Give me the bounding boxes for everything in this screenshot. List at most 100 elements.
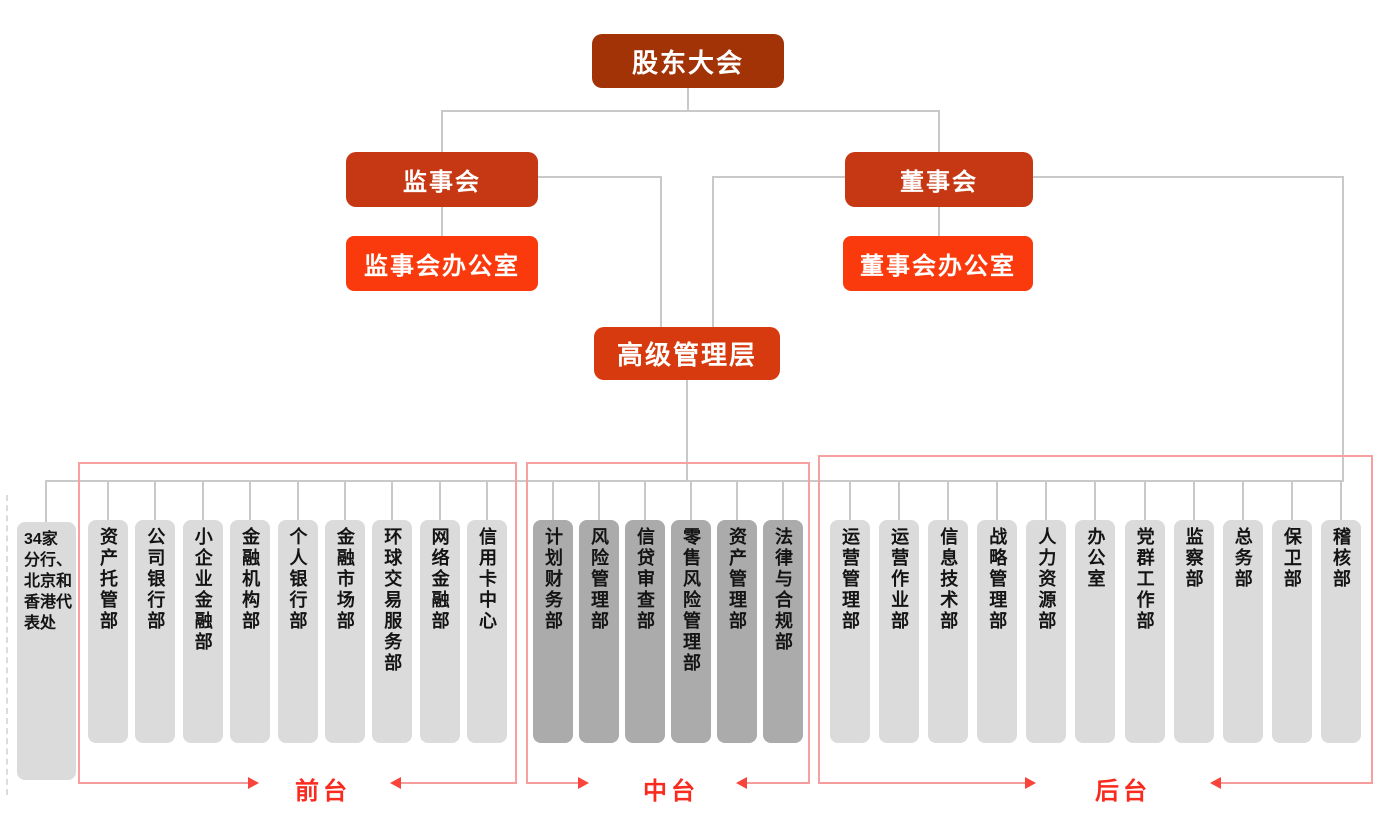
node-supervisory-board: 监事会 bbox=[346, 152, 538, 207]
node-senior-management: 高级管理层 bbox=[594, 327, 780, 380]
department-label: 资产管理部 bbox=[727, 527, 747, 632]
department-box: 资产托管部 bbox=[88, 480, 128, 743]
connector-department-bus bbox=[46, 480, 1343, 482]
node-label: 高级管理层 bbox=[616, 340, 757, 370]
front-arrow-right-head bbox=[390, 777, 401, 789]
connector-board-drop bbox=[938, 110, 940, 152]
node-label: 监事会 bbox=[403, 169, 481, 196]
node-board-office: 董事会办公室 bbox=[843, 236, 1033, 291]
department-box: 风险管理部 bbox=[579, 480, 619, 743]
node-label: 董事会办公室 bbox=[860, 253, 1016, 280]
front-arrow-left-head bbox=[248, 777, 259, 789]
node-branches: 34家分行、北京和香港代表处 bbox=[17, 480, 76, 780]
connector-board-to-senior-v bbox=[712, 176, 714, 327]
connector-supervisory-to-senior-h bbox=[538, 176, 662, 178]
connector-supervisory-drop bbox=[441, 110, 443, 152]
department-box: 稽核部 bbox=[1320, 480, 1361, 743]
department-box: 零售风险管理部 bbox=[671, 480, 711, 743]
left-edge-artifact bbox=[6, 495, 8, 795]
department-box: 公司银行部 bbox=[135, 480, 176, 743]
back-arrow-left-head bbox=[1025, 777, 1036, 789]
department-label: 网络金融部 bbox=[429, 527, 450, 632]
connector-level2-horizontal bbox=[441, 110, 939, 112]
department-box: 信息技术部 bbox=[928, 480, 969, 743]
department-box: 信贷审查部 bbox=[625, 480, 665, 743]
department-box: 运营管理部 bbox=[830, 480, 870, 743]
department-label: 金融市场部 bbox=[334, 527, 355, 632]
branches-label: 34家分行、北京和香港代表处 bbox=[24, 531, 73, 633]
department-box: 监察部 bbox=[1173, 480, 1214, 743]
department-label: 总务部 bbox=[1232, 527, 1253, 590]
node-label: 股东大会 bbox=[631, 47, 744, 78]
department-label: 环球交易服务部 bbox=[382, 527, 403, 674]
front-office-group: 资产托管部 公司银行部 小企业金融部 金融机构部 个人银行部 金融市场部 环球交易服务部 网络… bbox=[78, 462, 517, 783]
department-label: 信息技术部 bbox=[938, 527, 959, 632]
connector-senior-down bbox=[686, 380, 688, 481]
department-label: 法律与合规部 bbox=[773, 527, 793, 653]
node-shareholders-meeting: 股东大会 bbox=[592, 34, 784, 88]
department-box: 总务部 bbox=[1222, 480, 1263, 743]
back-office-group: 运营管理部 运营作业部 信息技术部 战略管理部 人力资源部 办公室 党群工作部 监察部 总务部 保… bbox=[818, 455, 1373, 783]
department-label: 个人银行部 bbox=[287, 527, 308, 632]
department-label: 办公室 bbox=[1085, 527, 1106, 590]
connector-board-office bbox=[938, 207, 940, 236]
department-box: 小企业金融部 bbox=[182, 480, 223, 743]
department-label: 稽核部 bbox=[1330, 527, 1351, 590]
department-label: 资产托管部 bbox=[98, 527, 118, 632]
node-supervisory-board-office: 监事会办公室 bbox=[346, 236, 538, 291]
node-board-of-directors: 董事会 bbox=[845, 152, 1033, 207]
middle-arrow-left-line bbox=[526, 782, 578, 784]
connector-supervisory-to-senior-v bbox=[660, 176, 662, 327]
department-label: 信贷审查部 bbox=[635, 527, 655, 632]
department-label: 保卫部 bbox=[1281, 527, 1302, 590]
department-box: 法律与合规部 bbox=[763, 480, 803, 743]
department-box: 个人银行部 bbox=[277, 480, 318, 743]
connector-board-to-audit-v bbox=[1342, 176, 1344, 482]
department-label: 运营管理部 bbox=[840, 527, 860, 632]
connector-supervisory-office bbox=[441, 207, 443, 236]
department-box: 金融市场部 bbox=[324, 480, 365, 743]
department-label: 风险管理部 bbox=[589, 527, 609, 632]
front-office-departments: 资产托管部 公司银行部 小企业金融部 金融机构部 个人银行部 金融市场部 环球交易服务部 网络… bbox=[80, 480, 515, 743]
department-box: 运营作业部 bbox=[879, 480, 920, 743]
department-box: 党群工作部 bbox=[1124, 480, 1165, 743]
middle-arrow-left-head bbox=[578, 777, 589, 789]
node-label: 监事会办公室 bbox=[364, 253, 520, 280]
department-label: 计划财务部 bbox=[543, 527, 563, 632]
department-box: 信用卡中心 bbox=[467, 480, 507, 743]
department-label: 人力资源部 bbox=[1036, 527, 1057, 632]
department-label: 公司银行部 bbox=[145, 527, 166, 632]
node-label: 董事会 bbox=[900, 169, 978, 196]
department-box: 保卫部 bbox=[1271, 480, 1312, 743]
group-label-back-office: 后台 bbox=[1068, 771, 1178, 805]
department-label: 小企业金融部 bbox=[192, 527, 213, 653]
back-office-departments: 运营管理部 运营作业部 信息技术部 战略管理部 人力资源部 办公室 党群工作部 监察部 总务部 保… bbox=[820, 480, 1371, 743]
middle-arrow-right-head bbox=[736, 777, 747, 789]
department-label: 零售风险管理部 bbox=[681, 527, 701, 674]
department-label: 运营作业部 bbox=[889, 527, 910, 632]
front-arrow-right-line bbox=[401, 782, 517, 784]
department-box: 战略管理部 bbox=[977, 480, 1018, 743]
group-label-front-office: 前台 bbox=[268, 771, 378, 805]
department-box: 资产管理部 bbox=[717, 480, 757, 743]
department-box: 计划财务部 bbox=[533, 480, 573, 743]
middle-office-departments: 计划财务部 风险管理部 信贷审查部 零售风险管理部 资产管理部 法律与合规部 bbox=[528, 480, 808, 743]
middle-arrow-right-line bbox=[747, 782, 810, 784]
front-arrow-left-line bbox=[78, 782, 248, 784]
middle-office-group: 计划财务部 风险管理部 信贷审查部 零售风险管理部 资产管理部 法律与合规部 bbox=[526, 462, 810, 783]
department-label: 信用卡中心 bbox=[477, 527, 497, 632]
back-arrow-right-line bbox=[1221, 782, 1373, 784]
department-label: 金融机构部 bbox=[240, 527, 261, 632]
department-box: 网络金融部 bbox=[419, 480, 460, 743]
back-arrow-left-line bbox=[818, 782, 1025, 784]
connector-shareholders-down bbox=[687, 88, 689, 111]
department-label: 党群工作部 bbox=[1134, 527, 1155, 632]
connector-board-to-audit-h bbox=[1033, 176, 1344, 178]
group-label-middle-office: 中台 bbox=[616, 771, 726, 805]
department-box: 金融机构部 bbox=[230, 480, 271, 743]
department-box: 环球交易服务部 bbox=[372, 480, 413, 743]
department-label: 监察部 bbox=[1183, 527, 1204, 590]
department-label: 战略管理部 bbox=[987, 527, 1008, 632]
department-box: 办公室 bbox=[1075, 480, 1116, 743]
